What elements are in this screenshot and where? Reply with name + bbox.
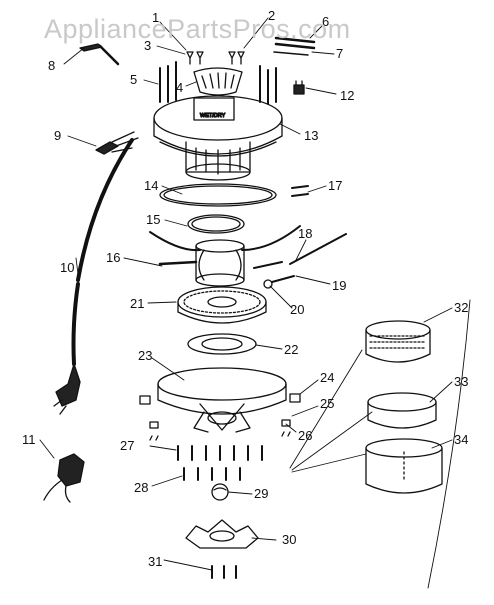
callout-14: 14 <box>144 178 158 193</box>
callout-30: 30 <box>282 532 296 547</box>
callout-34: 34 <box>454 432 468 447</box>
part-clips <box>139 393 301 441</box>
callout-19: 19 <box>332 278 346 293</box>
filter-connector-lines <box>289 299 471 589</box>
part-screws-27 <box>177 445 263 461</box>
callout-2: 2 <box>268 8 275 23</box>
callout-29: 29 <box>254 486 268 501</box>
callout-4: 4 <box>176 80 183 95</box>
callout-9: 9 <box>54 128 61 143</box>
callout-12: 12 <box>340 88 354 103</box>
callout-labels: 1 2 3 4 5 6 7 8 9 10 11 12 13 14 15 16 1… <box>22 8 468 569</box>
part-adapter <box>43 453 85 503</box>
callout-27: 27 <box>120 438 134 453</box>
part-ball-29 <box>211 483 229 501</box>
part-top-screws <box>186 51 245 65</box>
part-screws-17 <box>291 185 309 197</box>
callout-13: 13 <box>304 128 318 143</box>
callout-33: 33 <box>454 374 468 389</box>
callout-18: 18 <box>298 226 312 241</box>
callout-32: 32 <box>454 300 468 315</box>
part-screws-31 <box>211 565 237 579</box>
callout-17: 17 <box>328 178 342 193</box>
part-float-cage <box>185 519 259 549</box>
part-power-cord <box>53 138 134 415</box>
part-filter-33 <box>367 392 437 429</box>
part-switch <box>293 80 305 95</box>
callout-5: 5 <box>130 72 137 87</box>
part-gasket-22 <box>187 333 257 355</box>
callout-10: 10 <box>60 260 74 275</box>
callout-15: 15 <box>146 212 160 227</box>
part-brush-assembly <box>263 233 347 289</box>
callout-1: 1 <box>152 10 159 25</box>
part-fan-impeller <box>177 286 267 324</box>
callout-28: 28 <box>134 480 148 495</box>
part-long-bolts <box>159 61 277 105</box>
callout-16: 16 <box>106 250 120 265</box>
watermark: AppliancePartsPros.com <box>44 14 351 44</box>
part-motor-cover: WET/DRY <box>153 95 283 181</box>
callout-20: 20 <box>290 302 304 317</box>
part-ring-15 <box>187 214 245 234</box>
motor-label-line2: WET/DRY <box>200 113 226 119</box>
callout-21: 21 <box>130 296 144 311</box>
part-motor-base <box>157 367 287 433</box>
callout-26: 26 <box>298 428 312 443</box>
callout-8: 8 <box>48 58 55 73</box>
part-screws-28 <box>183 467 241 481</box>
callout-22: 22 <box>284 342 298 357</box>
part-rods <box>273 36 316 56</box>
callout-31: 31 <box>148 554 162 569</box>
part-foam-filter-32 <box>365 320 431 363</box>
part-motor <box>195 239 245 287</box>
callout-23: 23 <box>138 348 152 363</box>
callout-25: 25 <box>320 396 334 411</box>
callout-24: 24 <box>320 370 334 385</box>
part-gasket-14 <box>159 183 277 207</box>
leader-lines <box>39 17 453 571</box>
part-filter-bag-34 <box>365 438 443 494</box>
callout-7: 7 <box>336 46 343 61</box>
part-cord-plug <box>95 131 139 155</box>
part-top-grille <box>193 67 243 96</box>
callout-3: 3 <box>144 38 151 53</box>
callout-6: 6 <box>322 14 329 29</box>
part-switch-lever <box>79 43 120 66</box>
callout-11: 11 <box>22 432 36 447</box>
